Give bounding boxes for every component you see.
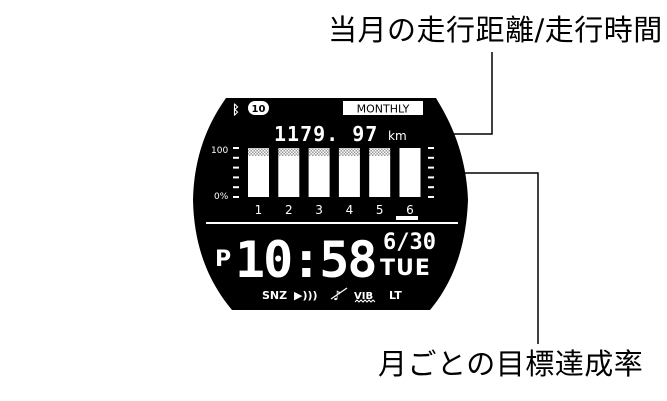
bar-cap-6: [399, 148, 421, 156]
left-tick: [233, 147, 239, 149]
right-tick: [428, 166, 434, 169]
light-indicator: LT: [389, 289, 402, 302]
bar-cap-2: [278, 148, 300, 156]
leader-line-bottom: [437, 172, 539, 344]
mute-slash: [330, 287, 348, 300]
distance-value: 1179. 97: [274, 122, 378, 146]
ytick-label-100: 100: [211, 146, 228, 156]
bar-cap-1: [248, 148, 269, 156]
left-axis-ticks: [233, 147, 239, 198]
callout-distance-time: 当月の走行距離/走行時間: [328, 13, 663, 47]
right-tick: [428, 176, 434, 179]
category-label-4: 4: [346, 203, 354, 217]
date-display: 6/30: [383, 230, 436, 255]
bar-group: [248, 148, 421, 197]
notification-badge: 10: [248, 101, 269, 115]
category-label-6: 6: [406, 203, 414, 217]
right-tick: [428, 196, 434, 198]
bar-1: [248, 156, 269, 197]
notification-count: 10: [252, 104, 266, 115]
right-tick: [428, 186, 434, 189]
bluetooth-icon: ᛒ: [232, 103, 240, 118]
mode-label: MONTHLY: [357, 103, 410, 116]
bar-5: [369, 156, 391, 197]
bar-2: [278, 156, 300, 197]
bar-6: [399, 156, 421, 197]
bar-cap-4: [338, 148, 360, 156]
right-tick: [428, 147, 434, 149]
ampm-indicator: P: [215, 247, 231, 272]
distance-unit: km: [388, 129, 407, 143]
left-tick: [233, 176, 239, 179]
left-tick: [233, 166, 239, 169]
left-tick: [233, 196, 239, 198]
time-display: 10:58: [235, 231, 376, 289]
mode-badge: MONTHLY: [343, 101, 423, 116]
selected-month-indicator: [396, 216, 418, 220]
right-axis-ticks: [428, 147, 434, 198]
bar-cap-3: [308, 148, 330, 156]
category-label-1: 1: [255, 203, 263, 217]
separator-line: [206, 222, 458, 224]
category-label-2: 2: [285, 203, 293, 217]
alarm-sound-icon: ▶))): [294, 289, 318, 302]
ytick-label-0: 0%: [214, 192, 229, 202]
mute-icon: ♪: [333, 289, 341, 304]
bar-4: [338, 156, 360, 197]
left-tick: [233, 186, 239, 189]
callout-monthly-goal: 月ごとの目標達成率: [378, 347, 644, 381]
category-labels: 1 2 3 4 5 6: [255, 203, 414, 217]
left-tick: [233, 156, 239, 159]
category-label-5: 5: [376, 203, 384, 217]
vibration-indicator: VIB: [354, 291, 376, 303]
vibration-label: VIB: [354, 291, 373, 302]
bar-cap-5: [369, 148, 391, 156]
right-tick: [428, 156, 434, 159]
bar-3: [308, 156, 330, 197]
snooze-indicator: SNZ: [262, 289, 287, 302]
category-label-3: 3: [315, 203, 323, 217]
weekday-display: TUE: [380, 256, 431, 281]
